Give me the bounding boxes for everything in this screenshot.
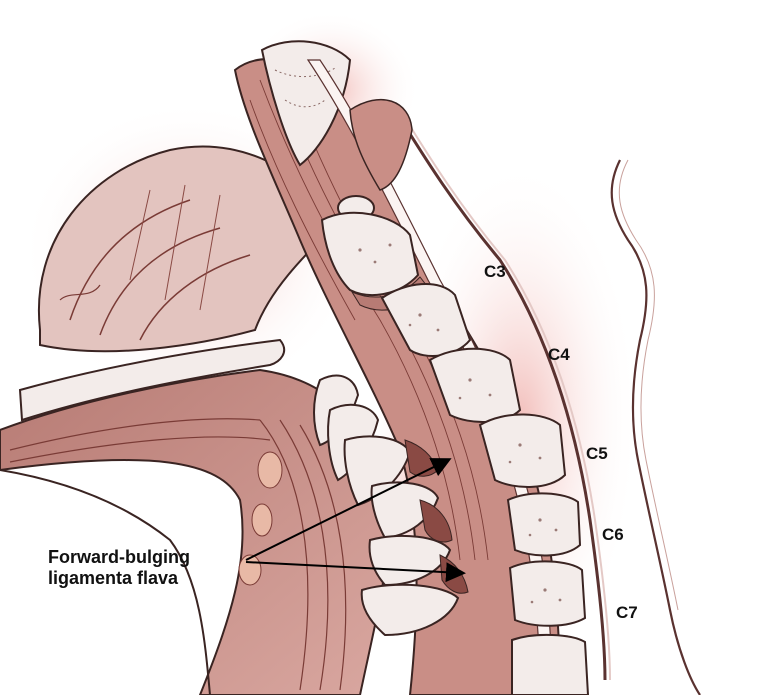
vertebral-body-c6 xyxy=(506,492,582,557)
spinous-processes xyxy=(313,374,460,637)
cerebellum xyxy=(37,145,342,353)
vertebral-body-c4 xyxy=(428,347,522,423)
spinal-canal xyxy=(306,59,553,695)
callout-text: Forward-bulging ligamenta flava xyxy=(48,547,190,589)
label-c3: C3 xyxy=(484,262,506,281)
vertebral-body-c7 xyxy=(508,560,587,627)
vertebral-body-c3 xyxy=(380,283,472,357)
spinous-process xyxy=(360,583,460,637)
posterior-skin-line xyxy=(0,469,211,695)
callout-line-2: ligamenta flava xyxy=(48,568,179,588)
vertebral-bodies xyxy=(320,211,590,695)
anterior-neck-outline xyxy=(610,159,701,695)
callout-arrow-upper xyxy=(245,458,452,561)
callout-arrow-lower xyxy=(245,561,466,583)
label-c7: C7 xyxy=(616,603,638,622)
label-c4: C4 xyxy=(548,345,570,364)
bone-texture xyxy=(358,243,562,604)
anterior-longitudinal-ligament xyxy=(393,109,607,681)
pharyngeal-tissue xyxy=(349,99,413,191)
posterior-neck-muscles xyxy=(0,368,390,695)
spinous-process xyxy=(370,481,440,540)
label-c6: C6 xyxy=(602,525,624,544)
callout-arrows xyxy=(245,458,466,583)
anterior-ligament-highlight xyxy=(399,109,611,681)
vertebral-body-c5 xyxy=(478,413,567,488)
callout-line-1: Forward-bulging xyxy=(48,547,190,567)
vertebral-body-t1 xyxy=(511,633,590,695)
anterior-neck-outline-inner xyxy=(618,159,679,611)
label-c5: C5 xyxy=(586,444,608,463)
occipital-bone xyxy=(18,338,286,422)
